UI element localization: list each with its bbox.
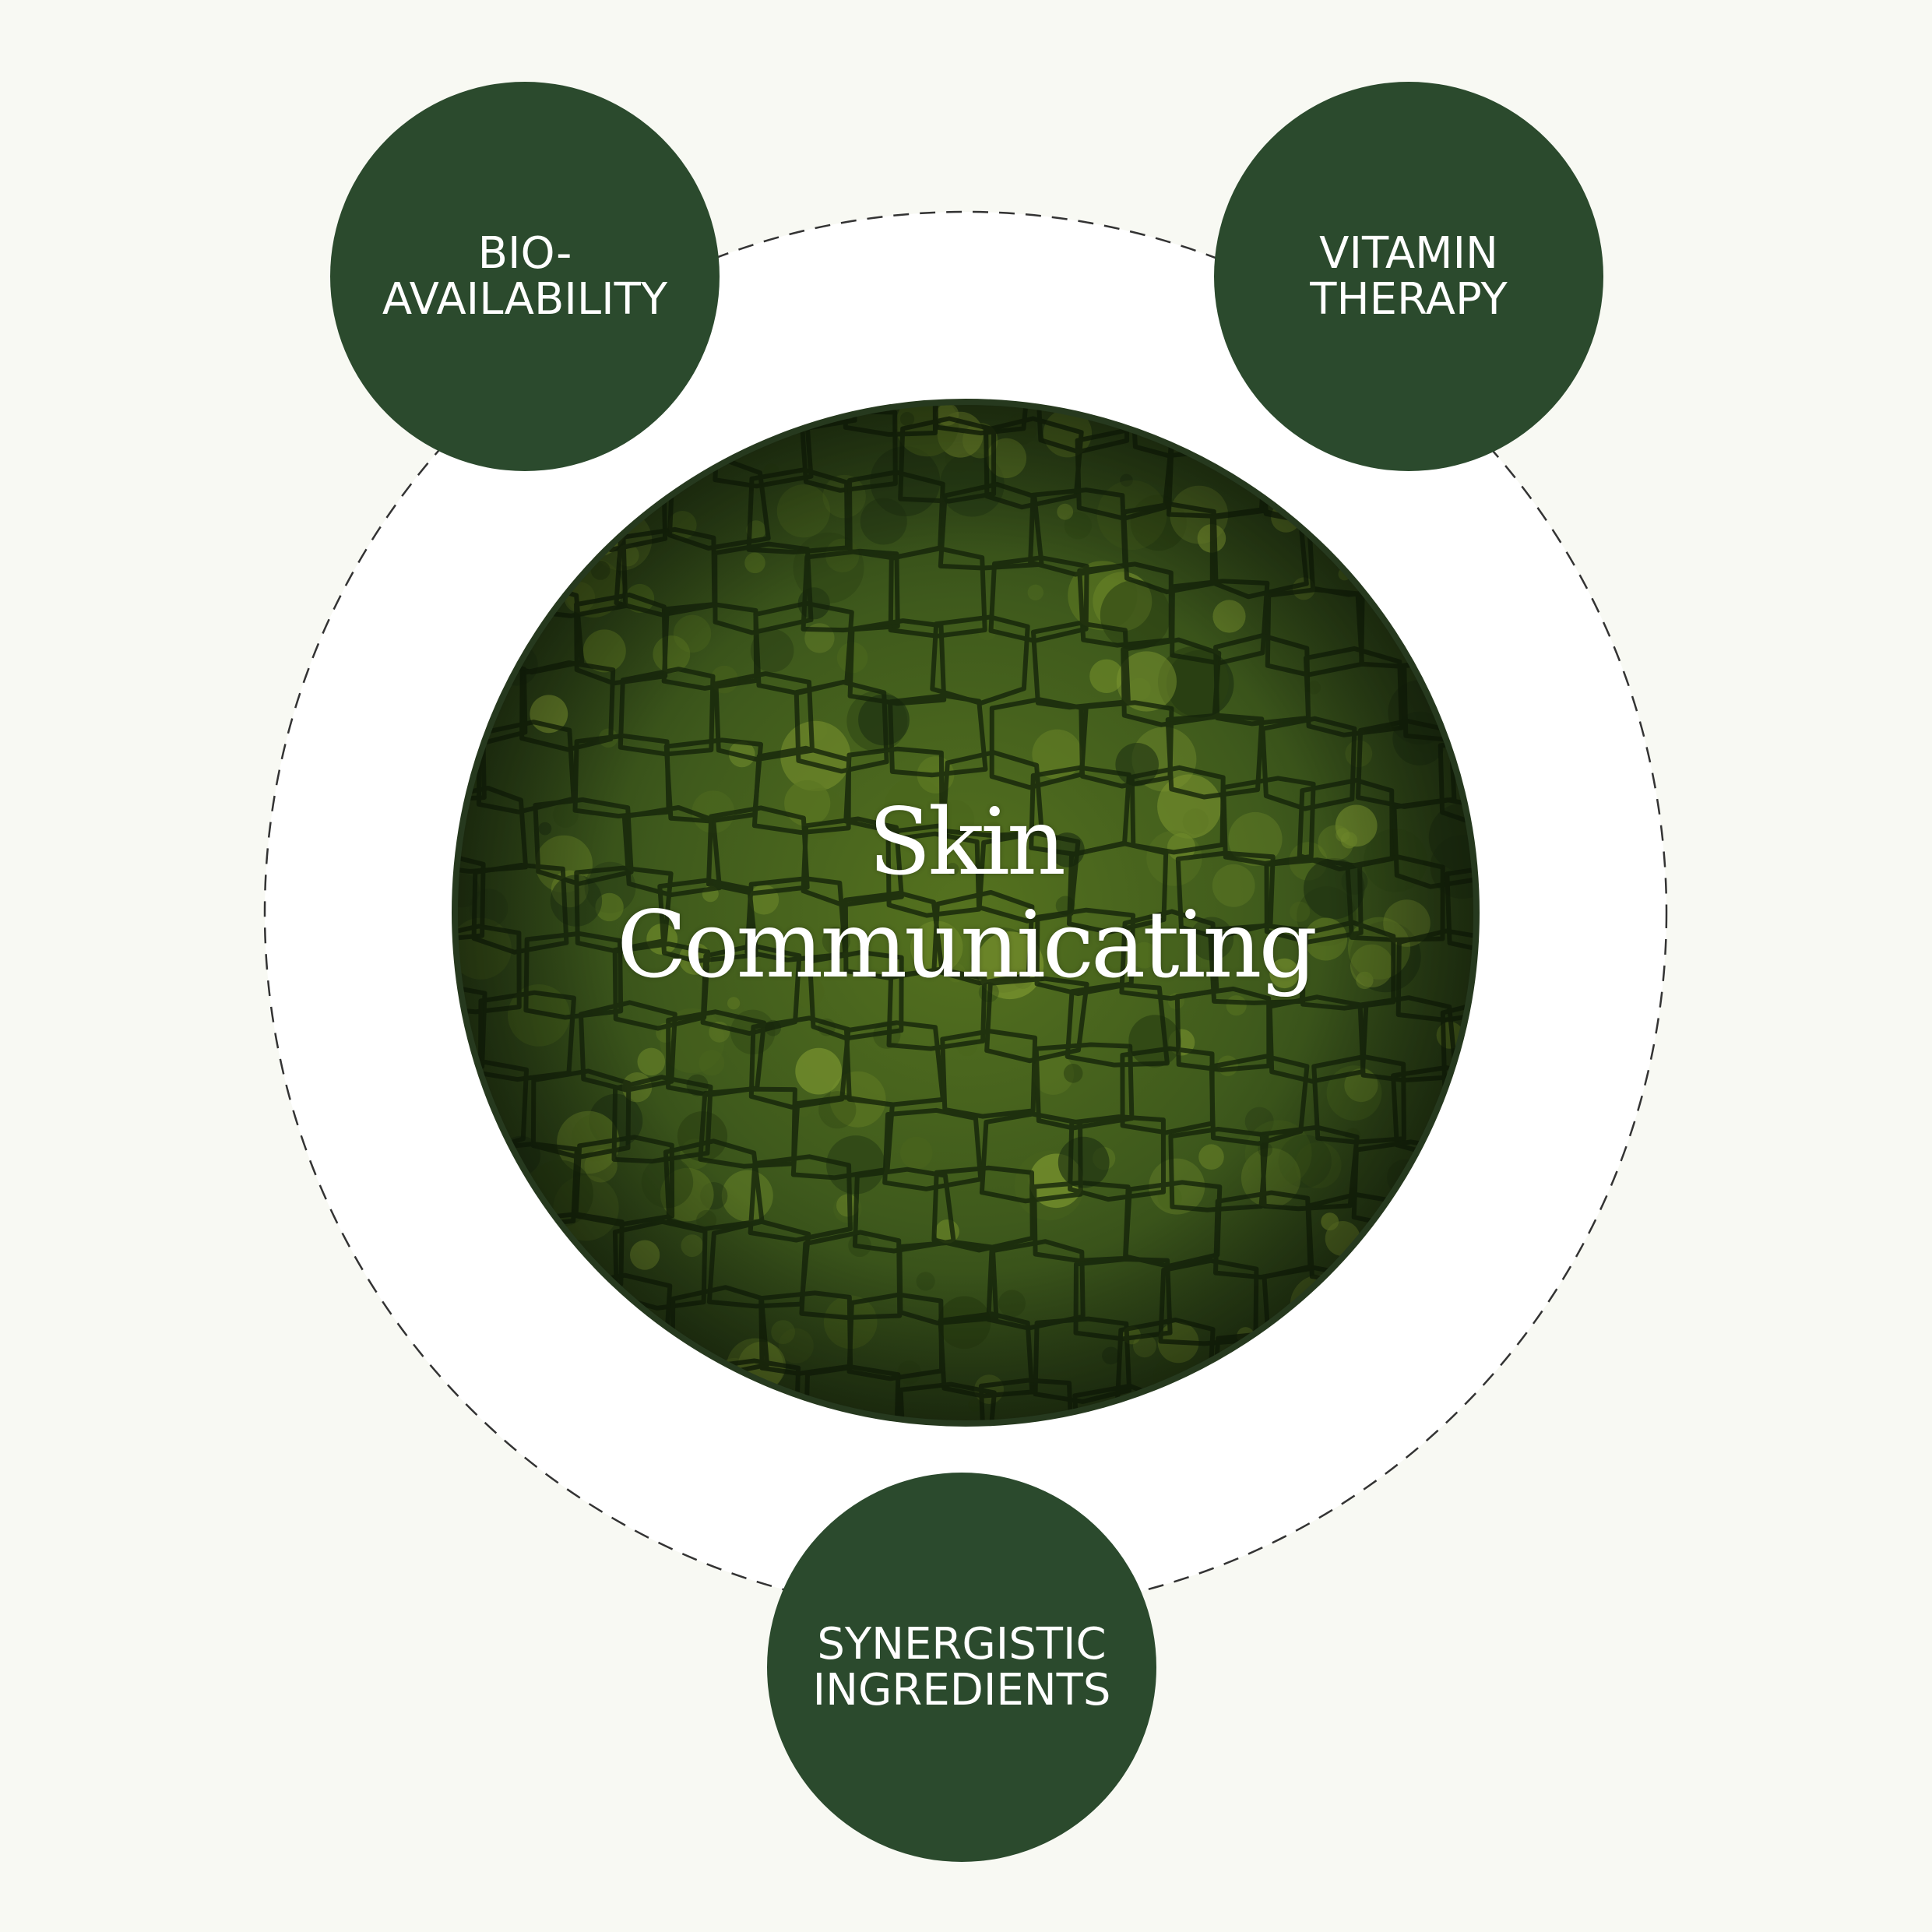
node-bioavailability: BIO- AVAILABILITY <box>330 82 720 471</box>
node-vitamin-therapy: VITAMIN THERAPY <box>1214 82 1603 471</box>
node-synergistic-ingredients: SYNERGISTIC INGREDIENTS <box>767 1473 1156 1862</box>
node-bioavailability-label: BIO- AVAILABILITY <box>382 227 668 325</box>
node-vitamin-therapy-label: VITAMIN THERAPY <box>1310 227 1508 325</box>
node-synergistic-ingredients-label: SYNERGISTIC INGREDIENTS <box>812 1618 1111 1716</box>
center-title: Skin Communicating <box>617 788 1318 999</box>
center-disc-rim <box>452 399 1480 1427</box>
